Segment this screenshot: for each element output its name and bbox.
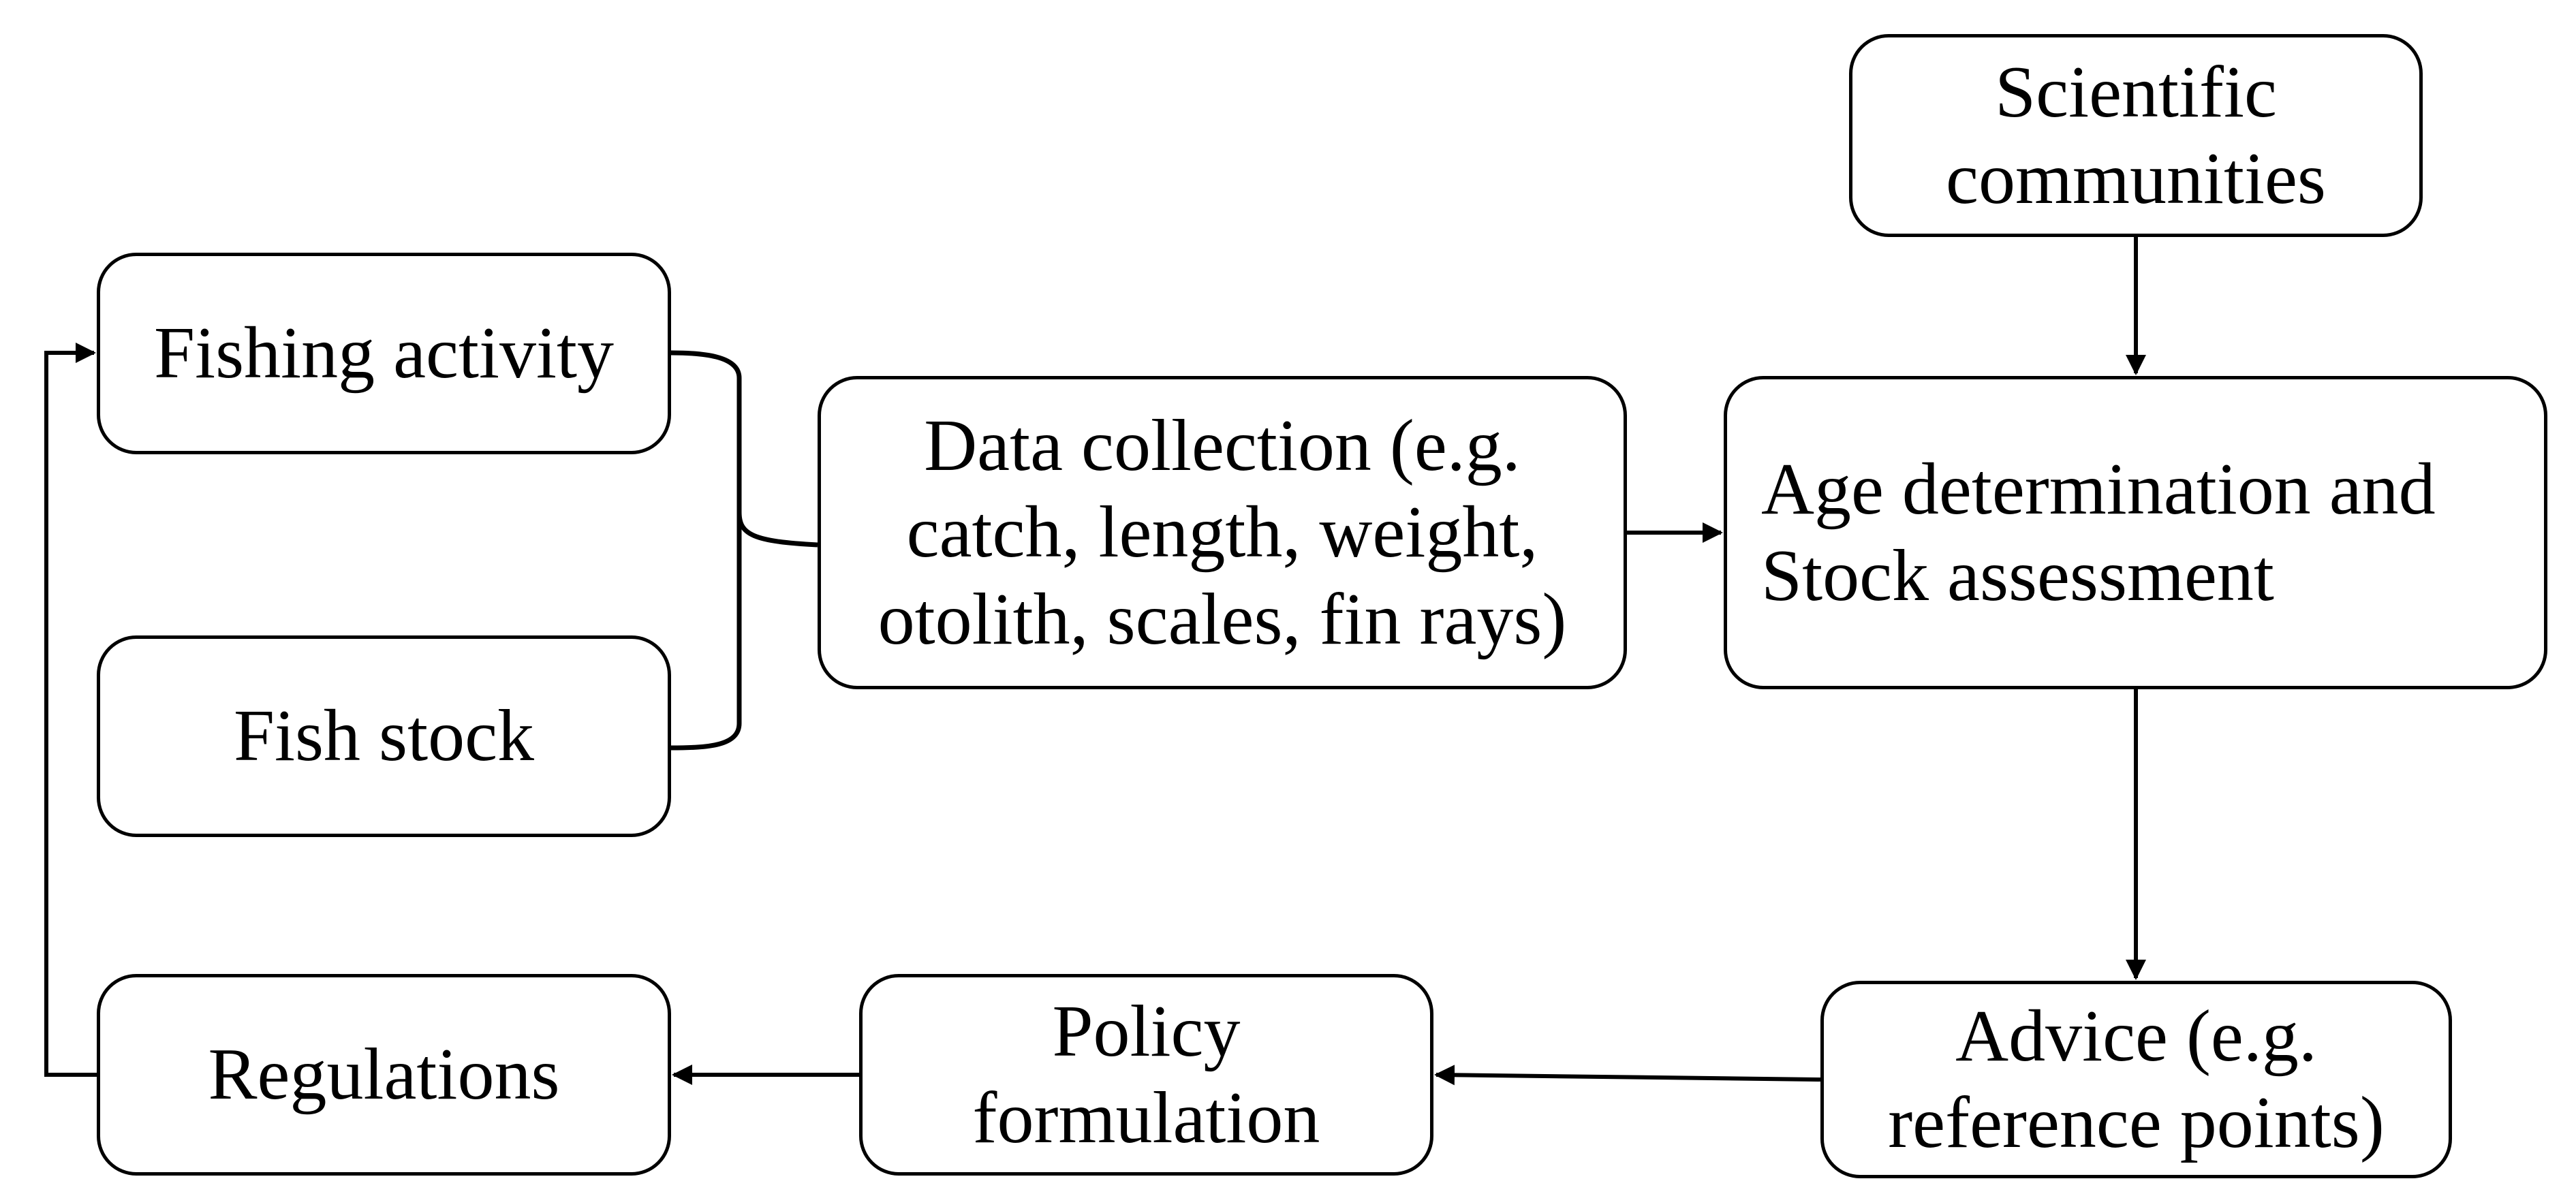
node-fish-stock: Fish stock — [97, 635, 671, 837]
node-label: Fish stock — [233, 695, 535, 777]
node-policy-formulation: Policy formulation — [859, 974, 1433, 1176]
node-label: Age determination and Stock assessment — [1761, 448, 2436, 616]
node-label: Fishing activity — [154, 313, 614, 394]
node-scientific-communities: Scientific communities — [1849, 34, 2423, 237]
brace-fishing-stock-to-data — [670, 350, 818, 751]
node-regulations: Regulations — [97, 974, 671, 1176]
arrow-advice-to-policy — [1434, 1065, 1821, 1086]
node-label: Scientific communities — [1946, 51, 2326, 219]
node-label: Advice (e.g. reference points) — [1888, 995, 2385, 1163]
node-label: Policy formulation — [972, 990, 1320, 1159]
node-age-stock-assessment: Age determination and Stock assessment — [1724, 376, 2547, 689]
node-label: Regulations — [208, 1034, 560, 1116]
node-label: Data collection (e.g. catch, length, wei… — [878, 405, 1567, 660]
node-data-collection: Data collection (e.g. catch, length, wei… — [818, 376, 1627, 689]
arrow-regulations-to-fishing — [44, 343, 97, 1077]
node-fishing-activity: Fishing activity — [97, 253, 671, 454]
node-advice: Advice (e.g. reference points) — [1820, 981, 2452, 1178]
